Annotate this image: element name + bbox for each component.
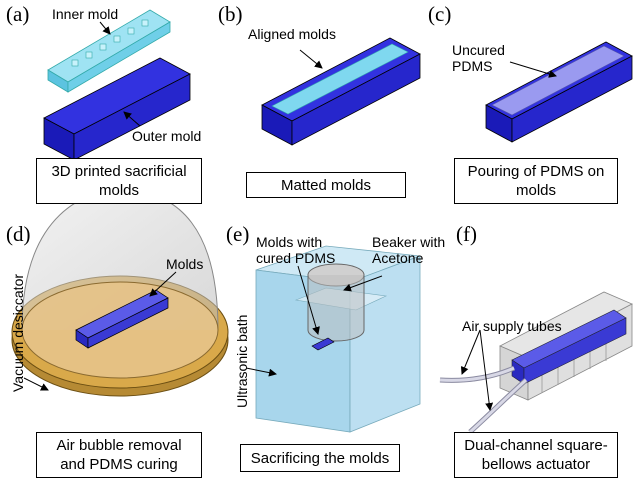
arrow-outer <box>123 111 141 127</box>
label-inner-mold: Inner mold <box>52 6 119 22</box>
caption-d-line2: and PDMS curing <box>60 456 178 473</box>
arrow-aligned <box>299 49 323 69</box>
label-uncured-pdms: Uncured PDMS <box>452 42 505 74</box>
label-vacuum-desiccator: Vacuum desiccator <box>10 273 26 392</box>
caption-f-line2: bellows actuator <box>481 456 591 473</box>
label-aligned-molds: Aligned molds <box>248 26 336 42</box>
caption-a-line1: 3D printed sacrificial <box>51 163 187 180</box>
caption-e: Sacrificing the molds <box>240 444 400 472</box>
arrow-bath <box>245 367 277 377</box>
panel-letter-e: (e) <box>226 222 250 246</box>
caption-f: Dual-channel square- bellows actuator <box>454 432 618 478</box>
caption-b: Matted molds <box>246 172 406 198</box>
caption-c: Pouring of PDMS on molds <box>454 158 618 204</box>
caption-d: Air bubble removal and PDMS curing <box>36 432 202 478</box>
inner-mold <box>47 9 171 93</box>
caption-f-line1: Dual-channel square- <box>464 437 608 454</box>
label-beaker-line2: Acetone <box>372 250 424 266</box>
panel-letter-d: (d) <box>6 222 31 246</box>
label-molds-cured-line2: cured PDMS <box>256 250 336 266</box>
label-uncured-line1: Uncured <box>452 42 505 58</box>
aligned-molds <box>261 37 421 146</box>
caption-c-line1: Pouring of PDMS on <box>467 163 605 180</box>
arrow-molds-d <box>149 271 177 297</box>
arrow-vacuum <box>23 377 49 391</box>
arrow-molds-e <box>297 265 320 335</box>
label-beaker-line1: Beaker with <box>372 234 446 250</box>
caption-d-line1: Air bubble removal <box>56 437 182 454</box>
arrow-inner <box>99 21 111 35</box>
panel-letter-b: (b) <box>218 2 243 26</box>
caption-a-line2: molds <box>98 182 139 199</box>
arrow-beaker <box>343 275 383 292</box>
panel-letter-a: (a) <box>6 2 30 26</box>
pdms-filled-molds <box>485 41 633 143</box>
label-molds-cured: Molds with cured PDMS <box>256 234 335 266</box>
label-air-supply-tubes: Air supply tubes <box>462 318 562 334</box>
actuator <box>439 291 633 434</box>
arrow-air-1 <box>460 329 481 375</box>
outer-mold <box>43 57 191 161</box>
label-molds-d: Molds <box>166 256 204 272</box>
ultrasonic-bath <box>255 245 421 433</box>
label-ultrasonic-bath: Ultrasonic bath <box>234 314 250 408</box>
caption-c-line2: molds <box>515 182 556 199</box>
label-uncured-line2: PDMS <box>452 58 493 74</box>
label-molds-cured-line1: Molds with <box>256 234 323 250</box>
label-beaker: Beaker with Acetone <box>372 234 445 266</box>
arrow-pdms <box>509 61 557 78</box>
panel-letter-f: (f) <box>456 222 477 246</box>
caption-a: 3D printed sacrificial molds <box>36 158 202 204</box>
vacuum-desiccator <box>11 189 229 397</box>
panel-letter-c: (c) <box>428 2 452 26</box>
arrow-air-2 <box>479 329 494 411</box>
label-outer-mold: Outer mold <box>132 128 202 144</box>
